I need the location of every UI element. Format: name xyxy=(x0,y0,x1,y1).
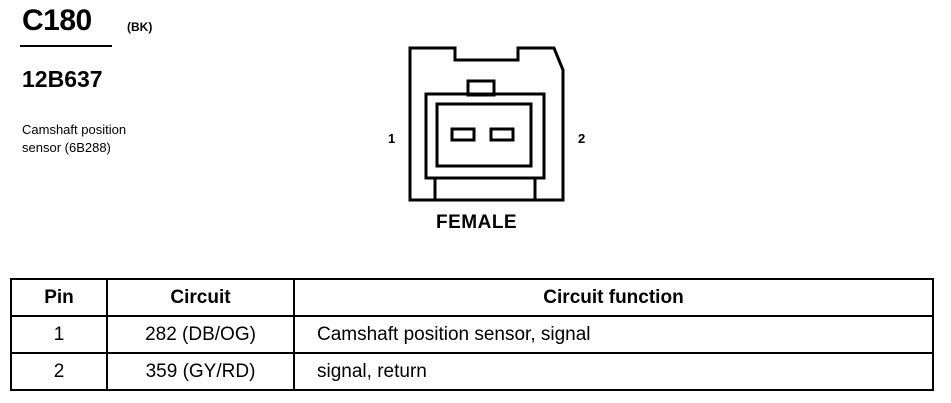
connector-id: C180 xyxy=(22,4,92,37)
color-code: (BK) xyxy=(127,20,153,34)
component-description: Camshaft position sensor (6B288) xyxy=(22,121,126,157)
connector-inner-frame xyxy=(424,92,546,180)
terminal-1 xyxy=(450,127,476,142)
cell-pin: 2 xyxy=(10,352,108,391)
cell-function: signal, return xyxy=(293,352,934,391)
pin-label-1: 1 xyxy=(388,131,396,146)
header-circuit: Circuit xyxy=(106,278,295,317)
connector-face-diagram xyxy=(408,46,565,202)
cell-pin: 1 xyxy=(10,315,108,354)
cell-circuit: 359 (GY/RD) xyxy=(106,352,295,391)
part-number: 12B637 xyxy=(22,66,103,92)
cell-function: Camshaft position sensor, signal xyxy=(293,315,934,354)
terminal-2 xyxy=(489,127,515,142)
pin-table: Pin Circuit Circuit function 1 282 (DB/O… xyxy=(10,278,934,391)
header-pin: Pin xyxy=(10,278,108,317)
cell-circuit: 282 (DB/OG) xyxy=(106,315,295,354)
terminal-block xyxy=(435,102,533,168)
description-line-1: Camshaft position xyxy=(22,122,127,137)
description-line-2: sensor (6B288) xyxy=(22,140,111,155)
table-row: 1 282 (DB/OG) Camshaft position sensor, … xyxy=(10,315,934,354)
connector-id-underline xyxy=(20,45,112,47)
connector-housing-outline xyxy=(408,46,565,202)
connector-face-label: FEMALE xyxy=(436,212,518,233)
pin-label-2: 2 xyxy=(578,131,586,146)
table-header-row: Pin Circuit Circuit function xyxy=(10,278,934,317)
table-row: 2 359 (GY/RD) signal, return xyxy=(10,352,934,391)
header-circuit-function: Circuit function xyxy=(293,278,934,317)
